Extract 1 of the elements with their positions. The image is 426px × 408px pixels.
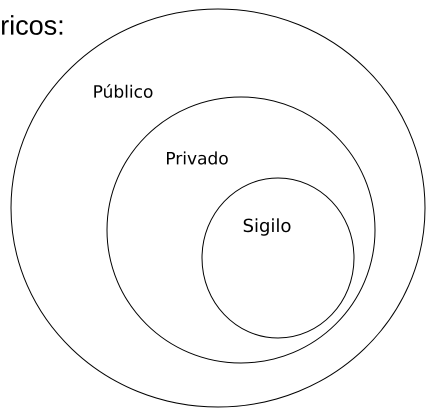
heading-text: ricos: xyxy=(2,15,62,35)
